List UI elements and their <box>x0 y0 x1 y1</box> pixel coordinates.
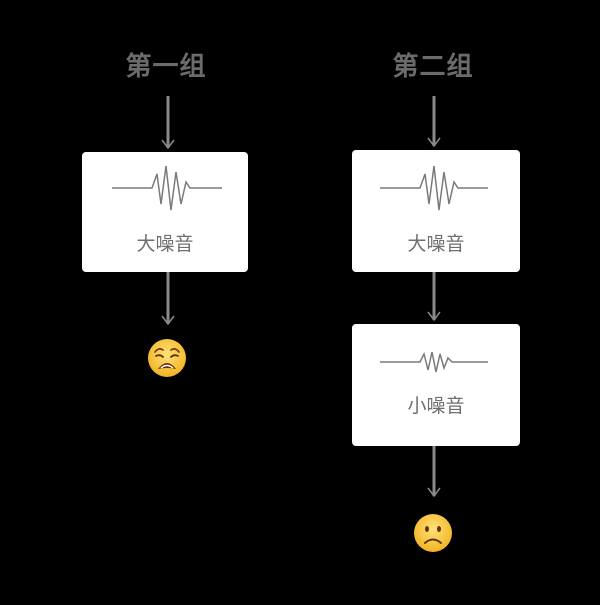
group-1-arrow-card-to-emoji <box>161 272 175 326</box>
slightly-frowning-face-emoji <box>414 514 452 552</box>
group-2-title: 第二组 <box>392 52 474 82</box>
noise-label: 大噪音 <box>136 233 194 255</box>
large-noise-wave-icon <box>112 165 222 211</box>
group-2-arrow-small-to-emoji <box>427 446 441 498</box>
group-2-arrow-title-to-card <box>427 96 441 148</box>
group-1-large-noise-card: 大噪音 <box>82 152 248 272</box>
group-2-large-noise-card: 大噪音 <box>352 150 520 272</box>
weary-face-emoji <box>148 339 186 377</box>
group-1-title: 第一组 <box>125 52 207 82</box>
noise-label: 大噪音 <box>407 233 465 255</box>
group-2-arrow-large-to-small <box>427 272 441 322</box>
large-noise-wave-icon <box>380 165 488 211</box>
group-1-arrow-title-to-card <box>161 96 175 150</box>
small-noise-wave-icon <box>380 351 488 373</box>
group-2-small-noise-card: 小噪音 <box>352 324 520 446</box>
noise-label: 小噪音 <box>407 395 465 417</box>
